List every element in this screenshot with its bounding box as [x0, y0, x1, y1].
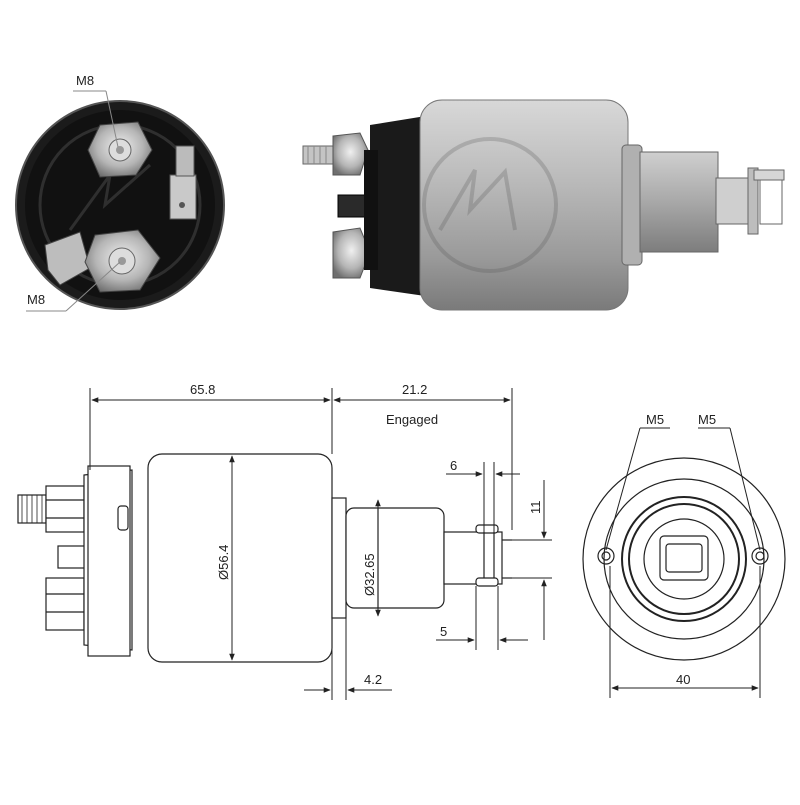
- dim-plunger-diameter: Ø32.65: [362, 553, 377, 596]
- dim-fork-height: 11: [528, 501, 543, 515]
- side-view-photo: [302, 99, 785, 311]
- dim-body-diameter: Ø56.4: [216, 545, 231, 580]
- dim-fork-offset: 6: [450, 458, 457, 473]
- dim-overall-length: 65.8: [190, 382, 215, 397]
- end-technical-drawing: [582, 427, 786, 698]
- dim-plunger-travel: 21.2: [402, 382, 427, 397]
- terminal-bracket: [169, 145, 197, 220]
- label-m5-left: M5: [646, 412, 664, 427]
- dim-flange-thickness: 4.2: [364, 672, 382, 687]
- label-m5-right: M5: [698, 412, 716, 427]
- label-m8-bottom: M8: [27, 292, 45, 307]
- terminal-nut-top: [87, 121, 153, 178]
- label-m8-top: M8: [76, 73, 94, 88]
- terminal-nut-bottom: [44, 229, 161, 293]
- side-technical-drawing: [17, 388, 552, 700]
- dim-bolt-spacing: 40: [676, 672, 690, 687]
- end-view-photo: M8 M8: [15, 73, 225, 312]
- label-engaged: Engaged: [386, 412, 438, 427]
- dim-fork-width: 5: [440, 624, 447, 639]
